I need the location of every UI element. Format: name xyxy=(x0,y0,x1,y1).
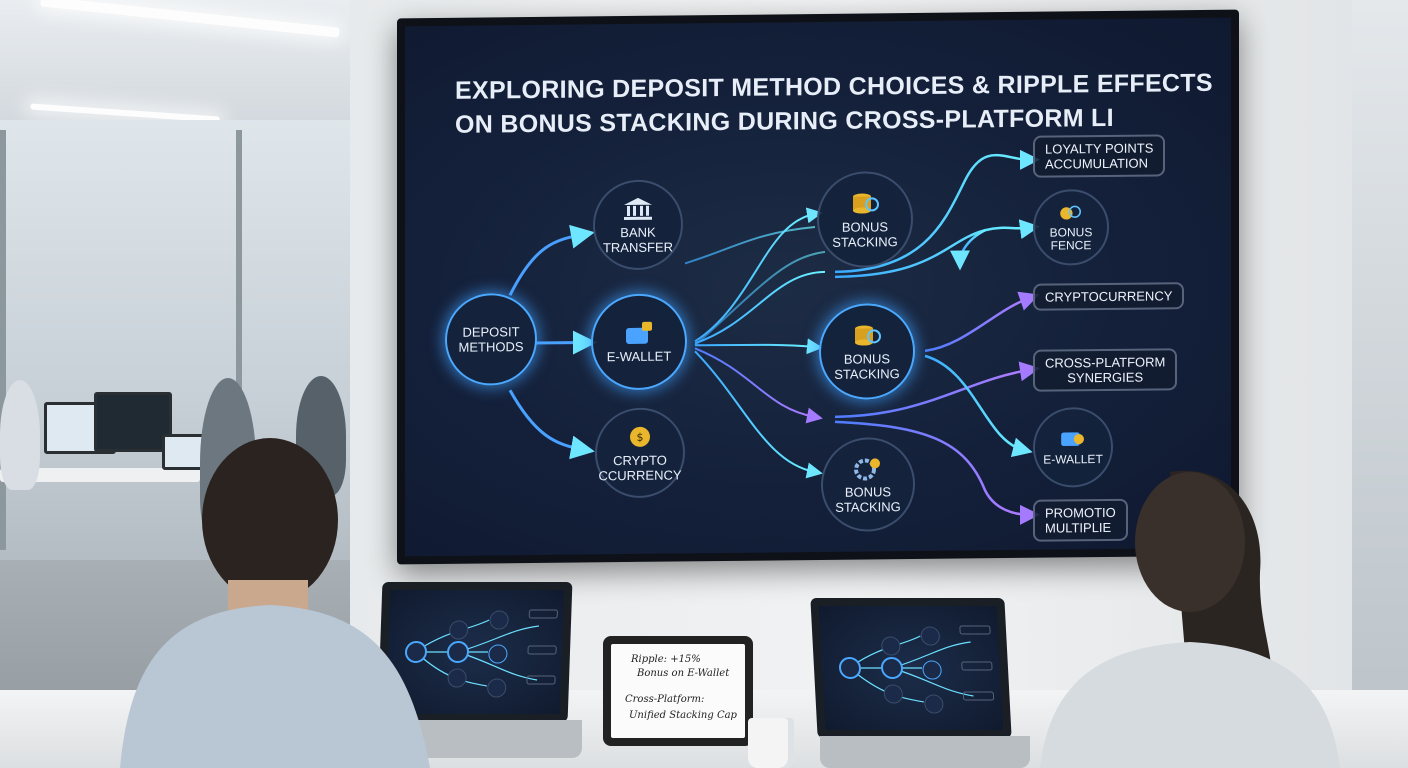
wall-display: EXPLORING DEPOSIT METHOD CHOICES & RIPPL… xyxy=(397,9,1239,565)
node-deposit-methods: DEPOSIT METHODS xyxy=(445,292,537,386)
node-label: BONUS FENCE xyxy=(1049,224,1093,253)
note-line-4: Unified Stacking Cap xyxy=(629,710,737,721)
flow-line xyxy=(834,420,1040,525)
coins-magnifier-icon xyxy=(1060,205,1081,220)
coin-stack-magnifier-icon xyxy=(855,325,881,346)
gear-coin-icon xyxy=(854,457,880,481)
node-label: BANK TRANSFER xyxy=(602,224,674,255)
coin-stack-magnifier-icon xyxy=(853,193,879,214)
node-label: BONUS STACKING xyxy=(835,483,901,515)
display-screen: EXPLORING DEPOSIT METHOD CHOICES & RIPPL… xyxy=(405,17,1231,557)
outcome-e-wallet: E-WALLET xyxy=(1033,406,1113,488)
node-label: BONUS STACKING xyxy=(834,350,900,382)
flow-line xyxy=(694,250,826,347)
wallet-lock-icon xyxy=(626,321,652,344)
person-right xyxy=(1040,470,1340,768)
right-laptop xyxy=(810,598,1012,738)
crypto-coin-icon: $ xyxy=(630,426,650,447)
flow-line xyxy=(834,361,1040,419)
node-label: E-WALLET xyxy=(606,348,672,365)
tablet: Ripple: +15% Bonus on E-Wallet Cross-Pla… xyxy=(603,636,753,746)
outcome-cross-platform-synergies: CROSS-PLATFORM SYNERGIES xyxy=(1033,348,1178,392)
flow-line xyxy=(924,291,1040,353)
note-line-3: Cross-Platform: xyxy=(625,694,705,705)
laptop-screen xyxy=(818,606,1004,730)
flow-line xyxy=(694,347,823,424)
flow-arrow xyxy=(508,389,595,460)
tablet-screen: Ripple: +15% Bonus on E-Wallet Cross-Pla… xyxy=(611,644,745,738)
node-label: CRYPTO CCURRENCY xyxy=(598,452,682,483)
flow-diagram xyxy=(508,149,1040,525)
flow-line xyxy=(694,207,823,343)
flow-line xyxy=(834,219,1040,279)
node-bonus-stacking: BONUS STACKING xyxy=(817,171,913,269)
side-room xyxy=(1352,0,1408,768)
node-bank-transfer: BANK TRANSFER xyxy=(593,179,683,271)
flow-line xyxy=(684,226,816,265)
background-person xyxy=(0,380,40,490)
svg-text:$: $ xyxy=(637,430,644,443)
bank-icon xyxy=(624,197,652,220)
glass-frame xyxy=(0,130,6,550)
flow-line xyxy=(924,354,1033,458)
flow-line xyxy=(694,338,823,355)
flow-arrow xyxy=(508,224,595,296)
coffee-mug xyxy=(748,718,794,768)
flow-line xyxy=(694,270,826,345)
flow-line xyxy=(694,350,823,479)
node-bonus-stacking: BONUS STACKING xyxy=(819,302,915,400)
right-laptop-keyboard xyxy=(820,736,1030,768)
person-left xyxy=(120,438,430,768)
laptop-diagram xyxy=(404,609,558,698)
flow-arrow xyxy=(535,330,597,355)
wallet-coin-icon xyxy=(1061,432,1084,447)
note-line-2: Bonus on E-Wallet xyxy=(637,668,730,679)
background-monitor xyxy=(94,392,172,452)
outcome-cryptocurrency: CRYPTOCURRENCY xyxy=(1033,282,1185,311)
node-cryptocurrency: $ CRYPTO CCURRENCY xyxy=(595,407,685,499)
note-line-1: Ripple: +15% xyxy=(631,654,701,665)
node-e-wallet: E-WALLET xyxy=(591,293,687,391)
node-label: BONUS STACKING xyxy=(832,218,898,250)
flow-line xyxy=(834,149,1040,274)
glass-frame xyxy=(236,130,242,550)
node-bonus-stacking: BONUS STACKING xyxy=(821,436,915,532)
flow-line xyxy=(950,229,986,271)
background-desk xyxy=(0,468,200,482)
node-label: DEPOSIT METHODS xyxy=(458,324,524,355)
left-laptop xyxy=(377,582,573,722)
laptop-diagram xyxy=(838,625,995,714)
laptop-screen xyxy=(385,590,565,714)
outcome-loyalty-points: LOYALTY POINTS ACCUMULATION xyxy=(1033,134,1166,178)
outcome-bonus-fence: BONUS FENCE xyxy=(1033,188,1109,266)
